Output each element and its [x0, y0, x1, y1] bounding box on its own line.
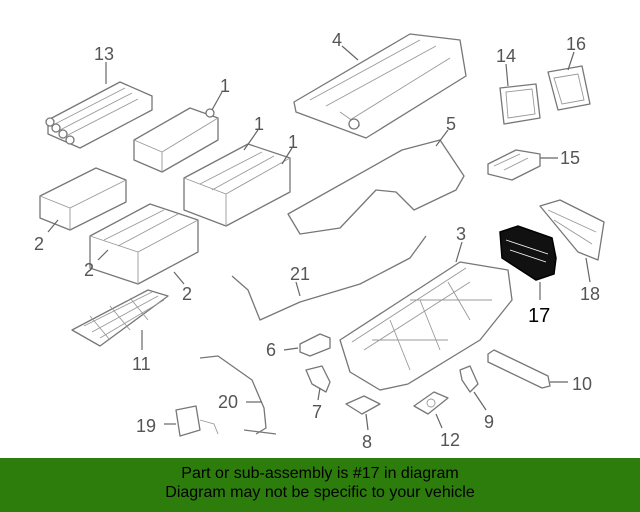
- callout-4: 4: [332, 30, 342, 50]
- callout-6: 6: [266, 340, 276, 360]
- part-4-cover[interactable]: [293, 33, 467, 139]
- leader-1b: [243, 129, 259, 151]
- part-12-gasket-plate[interactable]: [413, 391, 449, 415]
- banner-line-1: Part or sub-assembly is #17 in diagram: [181, 465, 459, 482]
- callout-3: 3: [456, 224, 466, 244]
- leader-4: [341, 45, 359, 61]
- callout-13: 13: [94, 44, 114, 64]
- info-banner: Part or sub-assembly is #17 in diagram D…: [0, 458, 640, 512]
- callout-11: 11: [132, 354, 151, 374]
- leader-5: [435, 129, 449, 147]
- callout-21: 21: [290, 264, 310, 284]
- part-10-rail[interactable]: [487, 349, 551, 389]
- callout-5: 5: [446, 114, 456, 134]
- leader-6: [283, 347, 299, 351]
- part-1-module-b[interactable]: [183, 143, 291, 227]
- callout-17: 17: [528, 305, 550, 327]
- callout-1b: 1: [254, 114, 264, 134]
- leader-1a: [211, 91, 223, 111]
- leader-1c: [281, 147, 293, 165]
- callout-2b: 2: [84, 260, 94, 280]
- callout-15: 15: [560, 148, 580, 168]
- callout-19: 19: [136, 416, 156, 436]
- callout-7: 7: [312, 402, 322, 422]
- part-19-sensor[interactable]: [175, 405, 219, 437]
- part-17-highlighted[interactable]: [499, 225, 557, 281]
- leader-12: [435, 413, 443, 429]
- part-18-frame[interactable]: [539, 199, 605, 261]
- leader-2a: [47, 219, 59, 233]
- part-3-lower-case[interactable]: [339, 261, 513, 391]
- leader-8: [365, 413, 369, 431]
- callout-14: 14: [496, 46, 516, 66]
- part-16-bracket[interactable]: [547, 65, 591, 111]
- leader-16: [567, 51, 575, 71]
- part-14-cover-plate[interactable]: [499, 83, 541, 125]
- exploded-parts-diagram: 13 1 1 1 2 2 2 11 4 5 14 16 15 3 17 18 2…: [34, 30, 605, 452]
- leader-3: [455, 241, 463, 263]
- callout-16: 16: [566, 34, 586, 54]
- part-15-connector[interactable]: [487, 149, 541, 181]
- part-1-module-a[interactable]: [133, 107, 219, 173]
- callout-18: 18: [580, 284, 600, 304]
- part-9-bracket[interactable]: [459, 365, 479, 393]
- callout-1a: 1: [220, 76, 230, 96]
- part-13-module[interactable]: [45, 81, 153, 149]
- leader-2b: [97, 249, 109, 261]
- leader-9: [473, 391, 487, 411]
- part-2-module-b[interactable]: [89, 203, 199, 285]
- part-17-body[interactable]: [499, 225, 557, 281]
- callout-2c: 2: [182, 284, 192, 304]
- part-8-mount[interactable]: [345, 395, 381, 415]
- part-7-bracket[interactable]: [305, 365, 331, 393]
- part-11-tray[interactable]: [71, 289, 169, 347]
- part-5-gasket[interactable]: [287, 139, 465, 235]
- callout-10: 10: [572, 374, 592, 394]
- leader-18: [585, 257, 591, 283]
- callout-9: 9: [484, 412, 494, 432]
- banner-line-2: Diagram may not be specific to your vehi…: [165, 484, 475, 501]
- callout-2a: 2: [34, 234, 44, 254]
- leader-2c: [173, 271, 185, 285]
- part-20-cable[interactable]: [199, 355, 277, 435]
- part-6-clip[interactable]: [299, 333, 331, 357]
- leader-14: [505, 63, 509, 87]
- leader-21: [295, 281, 301, 297]
- callout-1c: 1: [288, 132, 298, 152]
- leader-7: [317, 387, 321, 401]
- callout-12: 12: [440, 430, 460, 450]
- callout-8: 8: [362, 432, 372, 452]
- part-2-module-a[interactable]: [39, 167, 127, 231]
- part-21-harness[interactable]: [231, 235, 427, 321]
- callout-20: 20: [218, 392, 238, 412]
